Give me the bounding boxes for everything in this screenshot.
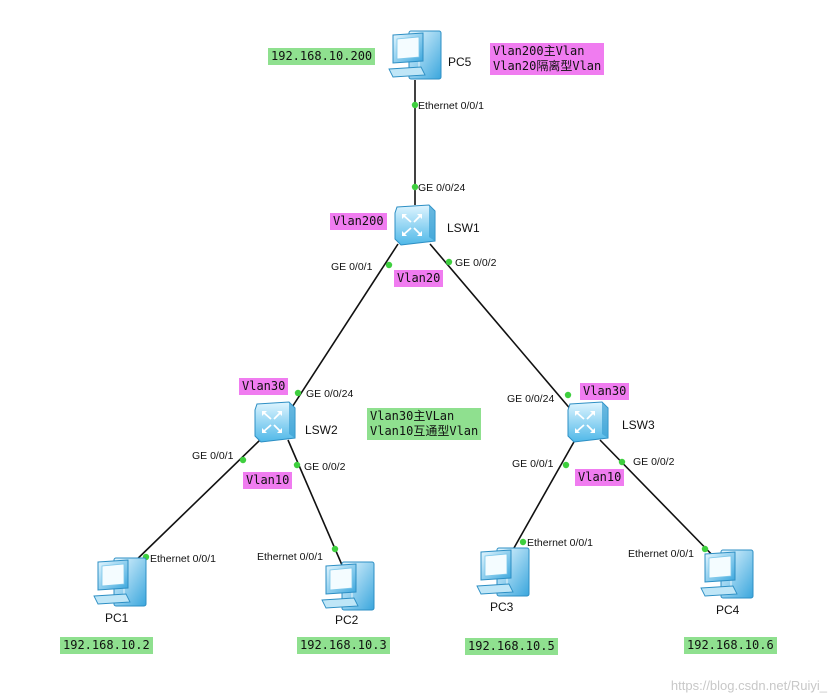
pc2-label: PC2	[335, 613, 359, 627]
pc4-icon[interactable]	[700, 549, 754, 599]
port-dot	[519, 538, 527, 546]
link-lsw1-lsw3	[429, 243, 579, 419]
port-dot	[385, 261, 393, 269]
pc5-ip-tag: 192.168.10.200	[268, 48, 376, 65]
pc4-label: PC4	[716, 603, 740, 617]
top-vlan-note-line2: Vlan20隔离型Vlan	[493, 59, 602, 73]
port-label-pc5-eth: Ethernet 0/0/1	[418, 100, 484, 112]
pc3-icon[interactable]	[476, 547, 530, 597]
top-vlan-note: Vlan200主Vlan Vlan20隔离型Vlan	[490, 43, 605, 75]
pc5-label: PC5	[448, 55, 472, 69]
port-label-lsw3-ge24: GE 0/0/24	[507, 393, 554, 405]
lsw3-switch-icon[interactable]	[567, 401, 609, 443]
port-dot	[564, 391, 572, 399]
mid-vlan-note: Vlan30主VLan Vlan10互通型Vlan	[367, 408, 482, 440]
pc2-ip-tag: 192.168.10.3	[297, 637, 390, 654]
port-label-lsw1-ge24: GE 0/0/24	[418, 182, 465, 194]
port-label-lsw1-ge1: GE 0/0/1	[331, 261, 373, 273]
lsw2-label: LSW2	[305, 423, 338, 437]
pc1-icon[interactable]	[93, 557, 147, 607]
lsw2-switch-icon[interactable]	[254, 401, 296, 443]
port-dot	[411, 183, 419, 191]
port-label-lsw2-ge24: GE 0/0/24	[306, 388, 353, 400]
port-dot	[701, 545, 709, 553]
port-label-lsw2-ge2: GE 0/0/2	[304, 461, 346, 473]
pc3-label: PC3	[490, 600, 514, 614]
lsw1-switch-icon[interactable]	[394, 204, 436, 246]
lsw1-vlan-down-tag: Vlan20	[394, 270, 444, 287]
port-dots	[142, 101, 709, 561]
link-lsw2-pc2	[287, 439, 343, 566]
port-label-pc3-eth: Ethernet 0/0/1	[527, 537, 593, 549]
lsw2-vlan-up-tag: Vlan30	[239, 378, 289, 395]
mid-vlan-note-line1: Vlan30主VLan	[370, 409, 455, 423]
link-lsw2-pc1	[127, 439, 261, 569]
port-label-pc1-eth: Ethernet 0/0/1	[150, 553, 216, 565]
port-dot	[239, 456, 247, 464]
pc5-icon[interactable]	[388, 30, 442, 80]
lsw3-label: LSW3	[622, 418, 655, 432]
port-label-lsw2-ge1: GE 0/0/1	[192, 450, 234, 462]
port-dot	[293, 461, 301, 469]
pc1-ip-tag: 192.168.10.2	[60, 637, 153, 654]
pc4-ip-tag: 192.168.10.6	[684, 637, 777, 654]
port-dot	[445, 258, 453, 266]
port-label-lsw3-ge2: GE 0/0/2	[633, 456, 675, 468]
port-dot	[562, 461, 570, 469]
pc1-label: PC1	[105, 611, 129, 625]
port-label-pc2-eth: Ethernet 0/0/1	[257, 551, 323, 563]
link-lsw3-pc3	[509, 439, 576, 556]
lsw1-label: LSW1	[447, 221, 480, 235]
watermark: https://blog.csdn.net/Ruiyi_	[670, 678, 827, 693]
pc2-icon[interactable]	[321, 561, 375, 611]
lsw1-vlan-up-tag: Vlan200	[330, 213, 387, 230]
pc3-ip-tag: 192.168.10.5	[465, 638, 558, 655]
port-dot	[331, 545, 339, 553]
top-vlan-note-line1: Vlan200主Vlan	[493, 44, 585, 58]
port-dot	[411, 101, 419, 109]
lsw3-vlan-down-tag: Vlan10	[575, 469, 625, 486]
port-label-pc4-eth: Ethernet 0/0/1	[628, 548, 694, 560]
port-dot	[294, 389, 302, 397]
port-label-lsw1-ge2: GE 0/0/2	[455, 257, 497, 269]
port-dot	[618, 458, 626, 466]
mid-vlan-note-line2: Vlan10互通型Vlan	[370, 424, 479, 438]
lsw3-vlan-up-tag: Vlan30	[580, 383, 630, 400]
link-lsw1-lsw2	[284, 243, 399, 419]
lsw2-vlan-down-tag: Vlan10	[243, 472, 293, 489]
port-label-lsw3-ge1: GE 0/0/1	[512, 458, 554, 470]
